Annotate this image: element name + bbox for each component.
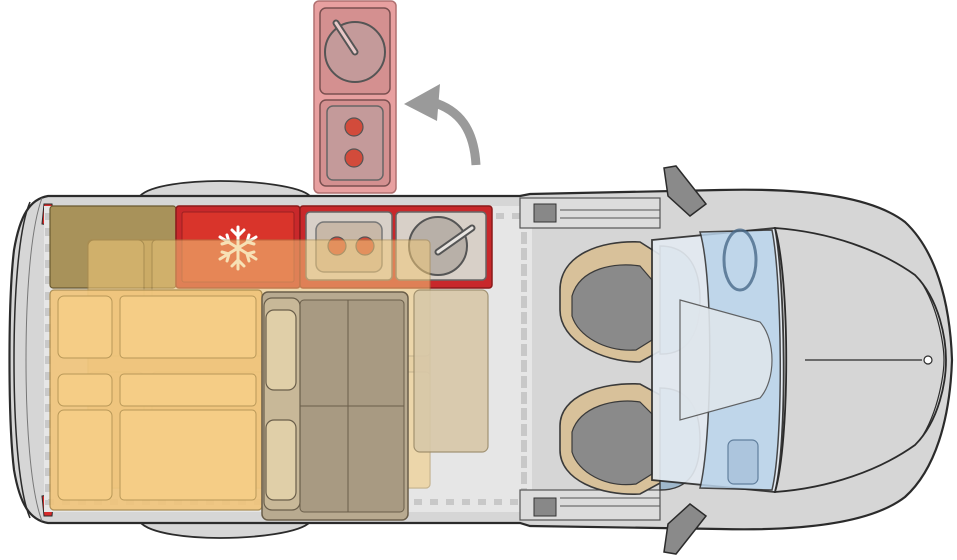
popout-sink-drain-icon: [344, 117, 364, 137]
curved-arrow-icon: [404, 84, 481, 166]
rear-bench-seat: [261, 291, 409, 521]
headrest: [265, 419, 297, 501]
steering-wheel-icon: [722, 228, 758, 292]
door-sills: [519, 197, 661, 521]
mirror-right: [663, 503, 708, 555]
bonnet: [773, 227, 947, 493]
cab-seat-passenger: [559, 383, 701, 495]
popout-kitchen-module: [313, 0, 397, 194]
popout-sink-drain-icon: [344, 148, 364, 168]
rear-bed-cushions: [49, 289, 263, 511]
side-table: [413, 289, 489, 453]
cab-area: [651, 227, 785, 493]
headrest: [265, 309, 297, 391]
mirror-left: [663, 165, 708, 217]
